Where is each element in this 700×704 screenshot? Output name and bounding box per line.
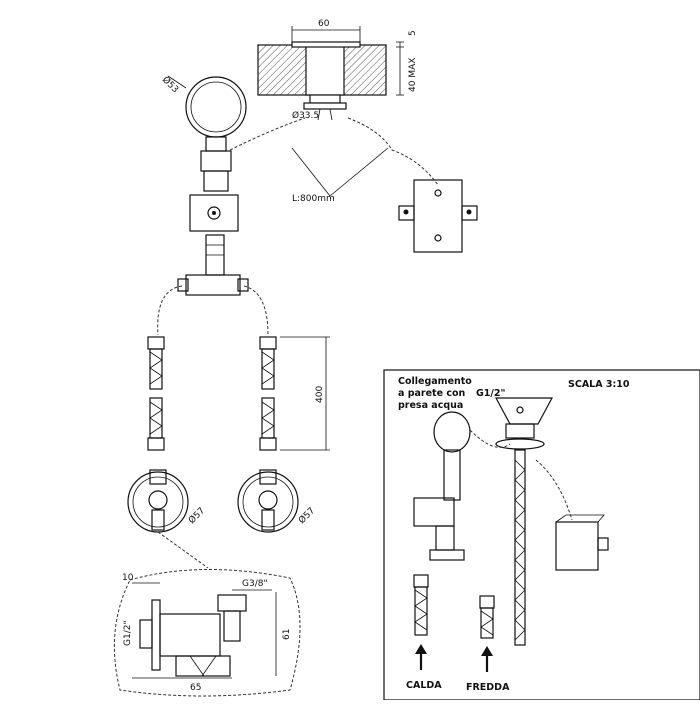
dim-57-right-label: Ø57 bbox=[296, 505, 317, 526]
valve-detail bbox=[113, 568, 301, 697]
inset-title-line2: a parete con bbox=[398, 388, 466, 399]
dim-65-label: 65 bbox=[190, 683, 201, 693]
hose-right-connection bbox=[243, 285, 269, 336]
dim-40max-label: 40 MAX bbox=[408, 58, 418, 92]
dim-g38-label: G3/8" bbox=[242, 579, 268, 589]
dim-57-left-label: Ø57 bbox=[186, 505, 207, 526]
inset-rosette bbox=[433, 411, 471, 453]
label-calda: CALDA bbox=[406, 680, 442, 691]
flex-hose-right bbox=[259, 336, 277, 451]
dim-g12-label: G1/2" bbox=[123, 620, 133, 646]
hose-800: L:800mm bbox=[229, 117, 439, 204]
inset-control-box bbox=[555, 521, 599, 571]
dim-60-label: 60 bbox=[318, 19, 330, 29]
inset-title-line1: Collegamento bbox=[398, 376, 472, 387]
dim-hose-height: 400 bbox=[280, 336, 330, 451]
dim-height-right: 5 40 MAX bbox=[396, 30, 418, 96]
hose-left-connection bbox=[157, 285, 183, 336]
label-fredda: FREDDA bbox=[466, 682, 510, 693]
inset-panel: Collegamento a parete con G1/2" presa ac… bbox=[383, 369, 700, 701]
dim-33-5-label: Ø33.5 bbox=[292, 110, 319, 121]
valve-assembly bbox=[177, 136, 249, 296]
control-box bbox=[398, 179, 478, 253]
inset-title-line3: presa acqua bbox=[398, 400, 463, 411]
rosette-valve-left: Ø57 bbox=[127, 469, 207, 533]
dim-10-label: 10 bbox=[122, 573, 134, 583]
inset-flange bbox=[494, 397, 554, 425]
inset-flex-pipe bbox=[514, 449, 526, 646]
rosette-valve-right: Ø57 bbox=[237, 469, 317, 533]
dim-width-top: 60 bbox=[291, 19, 361, 42]
detail-leader bbox=[157, 531, 209, 569]
dim-400-label: 400 bbox=[315, 386, 325, 403]
dim-53-label: Ø53 bbox=[160, 74, 181, 95]
dim-61-label: 61 bbox=[282, 629, 292, 640]
inset-scale: SCALA 3:10 bbox=[568, 379, 630, 390]
flex-hose-left bbox=[147, 336, 165, 451]
wall-mount-block bbox=[257, 41, 387, 121]
hose-length-label: L:800mm bbox=[292, 194, 335, 204]
dim-5-label: 5 bbox=[408, 30, 418, 36]
valve-dims: 10 G3/8" 61 65 G1/2" bbox=[122, 573, 292, 693]
wall-rosette: Ø53 bbox=[160, 74, 247, 138]
inset-title-thread: G1/2" bbox=[476, 388, 505, 399]
inset-hose-cold bbox=[480, 607, 494, 639]
inset-hose-hot bbox=[414, 586, 428, 636]
